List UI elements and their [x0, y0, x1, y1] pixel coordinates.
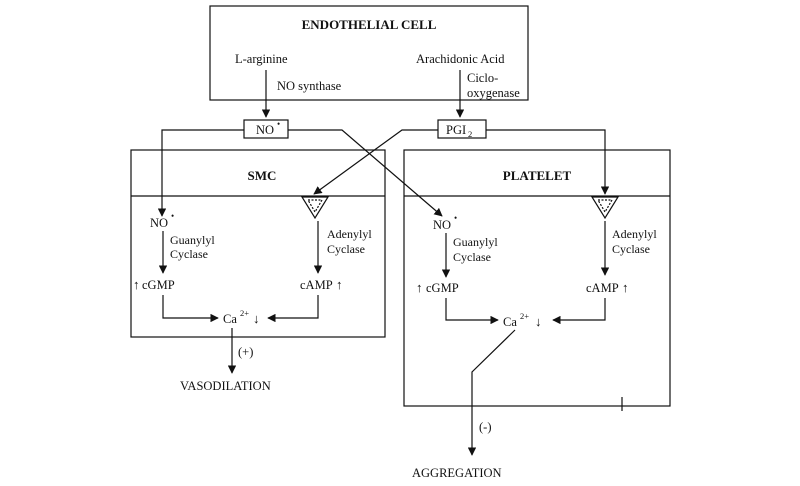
platelet-no-label: NO	[433, 218, 451, 232]
no-mediator-box	[243, 119, 289, 139]
aggregation-label: AGGREGATION	[412, 466, 502, 480]
smc-guanylyl-label: Guanylyl	[170, 233, 215, 247]
smc-ca-label: Ca	[223, 312, 237, 326]
platelet-camp-up-arrow: ↑	[622, 280, 629, 295]
platelet-cell: PLATELET	[403, 149, 671, 411]
smc-adenylyl-cyclase-label: Cyclase	[327, 242, 365, 256]
smc-cell: SMC	[130, 149, 386, 338]
pgi2-mediator-label: PGI	[446, 123, 466, 137]
smc-arrow-cgmp-to-ca	[162, 295, 219, 323]
smc-ca-superscript: 2+	[240, 308, 249, 318]
platelet-camp-label: cAMP	[586, 281, 619, 295]
smc-camp-label: cAMP	[300, 278, 333, 292]
platelet-no-radical: •	[454, 213, 457, 223]
endothelial-cell: ENDOTHELIAL CELL L-arginine NO synthase …	[209, 5, 529, 101]
pgi2-mediator-box	[437, 119, 487, 139]
endothelial-cell-title: ENDOTHELIAL CELL	[302, 17, 437, 32]
vasodilation-sign: (+)	[238, 345, 253, 359]
endothelial-cell-box	[209, 5, 529, 101]
platelet-adenylyl-label: Adenylyl	[612, 227, 657, 241]
ciclooxygenase-label-2: oxygenase	[467, 86, 520, 100]
smc-prostacyclin-receptor	[300, 196, 330, 220]
platelet-cgmp-label: cGMP	[426, 281, 459, 295]
smc-adenylyl-label: Adenylyl	[327, 227, 372, 241]
arrow-platelet-to-aggregation	[467, 329, 516, 456]
no-mediator-radical: •	[277, 119, 280, 129]
smc-pathway: NO • Guanylyl Cyclase ↑ cGMP Adenylyl Cy…	[133, 211, 372, 326]
platelet-title: PLATELET	[503, 168, 572, 183]
platelet-ca-down-arrow: ↓	[535, 314, 542, 329]
platelet-prostacyclin-receptor	[590, 196, 620, 220]
platelet-guanylyl-label: Guanylyl	[453, 235, 498, 249]
arrow-pgi2-to-platelet	[486, 129, 610, 195]
platelet-receptor-triangle-inner	[596, 199, 614, 214]
smc-receptor-triangle-inner	[306, 199, 324, 214]
platelet-ca-superscript: 2+	[520, 311, 529, 321]
arrow-no-to-smc	[157, 129, 244, 217]
pgi2-mediator: PGI 2	[437, 119, 487, 139]
no-synthase-label: NO synthase	[277, 79, 342, 93]
smc-receptor-triangle-outer	[300, 196, 330, 220]
platelet-cell-box	[403, 149, 671, 407]
platelet-ca-label: Ca	[503, 315, 517, 329]
platelet-arrow-cgmp-to-ca	[445, 298, 499, 325]
smc-title: SMC	[248, 168, 277, 183]
no-mediator: NO •	[243, 119, 289, 139]
smc-no-label: NO	[150, 216, 168, 230]
platelet-adenylyl-cyclase-label: Cyclase	[612, 242, 650, 256]
platelet-guanylyl-cyclase-label: Cyclase	[453, 250, 491, 264]
l-arginine-label: L-arginine	[235, 52, 288, 66]
smc-guanylyl-cyclase-label: Cyclase	[170, 247, 208, 261]
platelet-pathway: NO • Guanylyl Cyclase ↑ cGMP Adenylyl Cy…	[416, 213, 657, 329]
smc-cgmp-up-arrow: ↑	[133, 277, 140, 292]
aggregation-sign: (-)	[479, 420, 492, 434]
ciclooxygenase-label-1: Ciclo-	[467, 71, 498, 85]
arachidonic-acid-label: Arachidonic Acid	[416, 52, 505, 66]
pgi2-mediator-subscript: 2	[468, 129, 472, 139]
smc-camp-up-arrow: ↑	[336, 277, 343, 292]
vasodilation-label: VASODILATION	[180, 379, 271, 393]
platelet-receptor-triangle-outer	[590, 196, 620, 220]
smc-ca-down-arrow: ↓	[253, 311, 260, 326]
no-mediator-label: NO	[256, 123, 274, 137]
arrow-no-to-platelet	[288, 129, 443, 217]
arrow-pgi2-to-smc	[313, 129, 438, 195]
smc-cgmp-label: cGMP	[142, 278, 175, 292]
smc-arrow-camp-to-ca	[267, 295, 319, 323]
smc-no-radical: •	[171, 211, 174, 221]
smc-cell-box	[130, 149, 386, 338]
platelet-arrow-camp-to-ca	[552, 298, 606, 325]
platelet-cgmp-up-arrow: ↑	[416, 280, 423, 295]
